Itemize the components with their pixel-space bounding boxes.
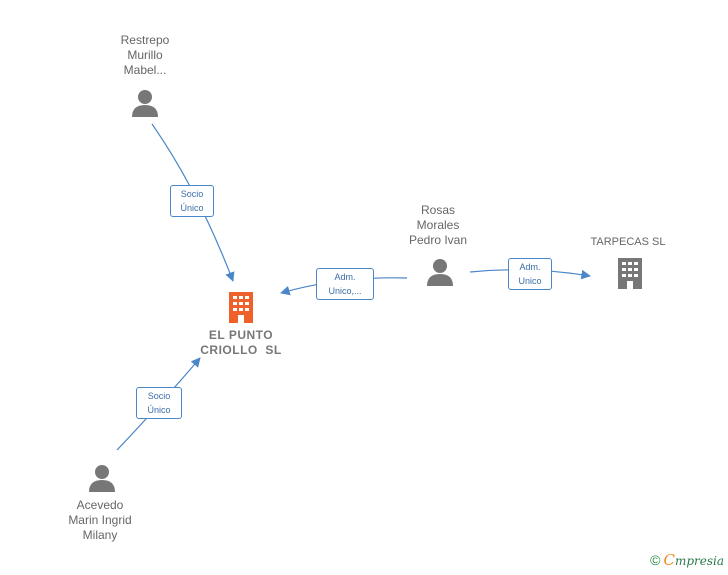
- node-label-line: Rosas: [420, 203, 455, 217]
- edge-label-acevedo-main[interactable]: Socio Único: [136, 387, 182, 419]
- edge-label-line: Unico,...: [328, 286, 362, 296]
- building-icon[interactable]: [226, 290, 256, 324]
- node-label-acevedo[interactable]: Acevedo Marin Ingrid Milany: [50, 498, 150, 543]
- copyright-icon: ©: [650, 552, 661, 568]
- edge-label-rosas-tarpecas[interactable]: Adm. Unico: [508, 258, 552, 290]
- edge-label-line: Único: [147, 405, 171, 415]
- node-label-restrepo[interactable]: Restrepo Murillo Mabel...: [95, 33, 195, 78]
- node-label-line: Mabel...: [123, 63, 167, 77]
- person-icon[interactable]: [130, 88, 160, 118]
- node-label-line: Marin Ingrid: [68, 513, 132, 527]
- person-icon[interactable]: [87, 463, 117, 493]
- node-label-line: Murillo: [127, 48, 163, 62]
- edge-label-rosas-main[interactable]: Adm. Unico,...: [316, 268, 374, 300]
- footer-brand[interactable]: ©Cmpresia: [650, 551, 724, 569]
- node-label-line: EL PUNTO: [208, 328, 274, 342]
- node-label-main[interactable]: EL PUNTO CRIOLLO SL: [186, 328, 296, 358]
- edge-label-line: Adm.: [334, 272, 356, 282]
- node-label-line: Acevedo: [76, 498, 124, 512]
- node-label-line: CRIOLLO SL: [200, 343, 282, 357]
- node-label-line: Restrepo: [120, 33, 170, 47]
- node-label-rosas[interactable]: Rosas Morales Pedro Ivan: [388, 203, 488, 248]
- edge-label-line: Socio: [147, 391, 171, 401]
- brand-name: mpresia: [674, 554, 724, 568]
- node-label-line: Morales: [416, 218, 460, 232]
- edge-label-restrepo-main[interactable]: Socio Único: [170, 185, 214, 217]
- node-label-tarpecas[interactable]: TARPECAS SL: [578, 235, 678, 250]
- edge-label-line: Socio: [180, 189, 204, 199]
- building-icon[interactable]: [614, 256, 646, 290]
- node-label-line: Milany: [82, 528, 118, 542]
- brand-logo-letter: C: [663, 551, 675, 569]
- edge-label-line: Unico: [518, 276, 542, 286]
- node-label-line: TARPECAS SL: [590, 236, 666, 248]
- person-icon[interactable]: [425, 257, 455, 287]
- node-label-line: Pedro Ivan: [408, 233, 468, 247]
- edge-label-line: Único: [180, 203, 204, 213]
- edge-label-line: Adm.: [519, 262, 541, 272]
